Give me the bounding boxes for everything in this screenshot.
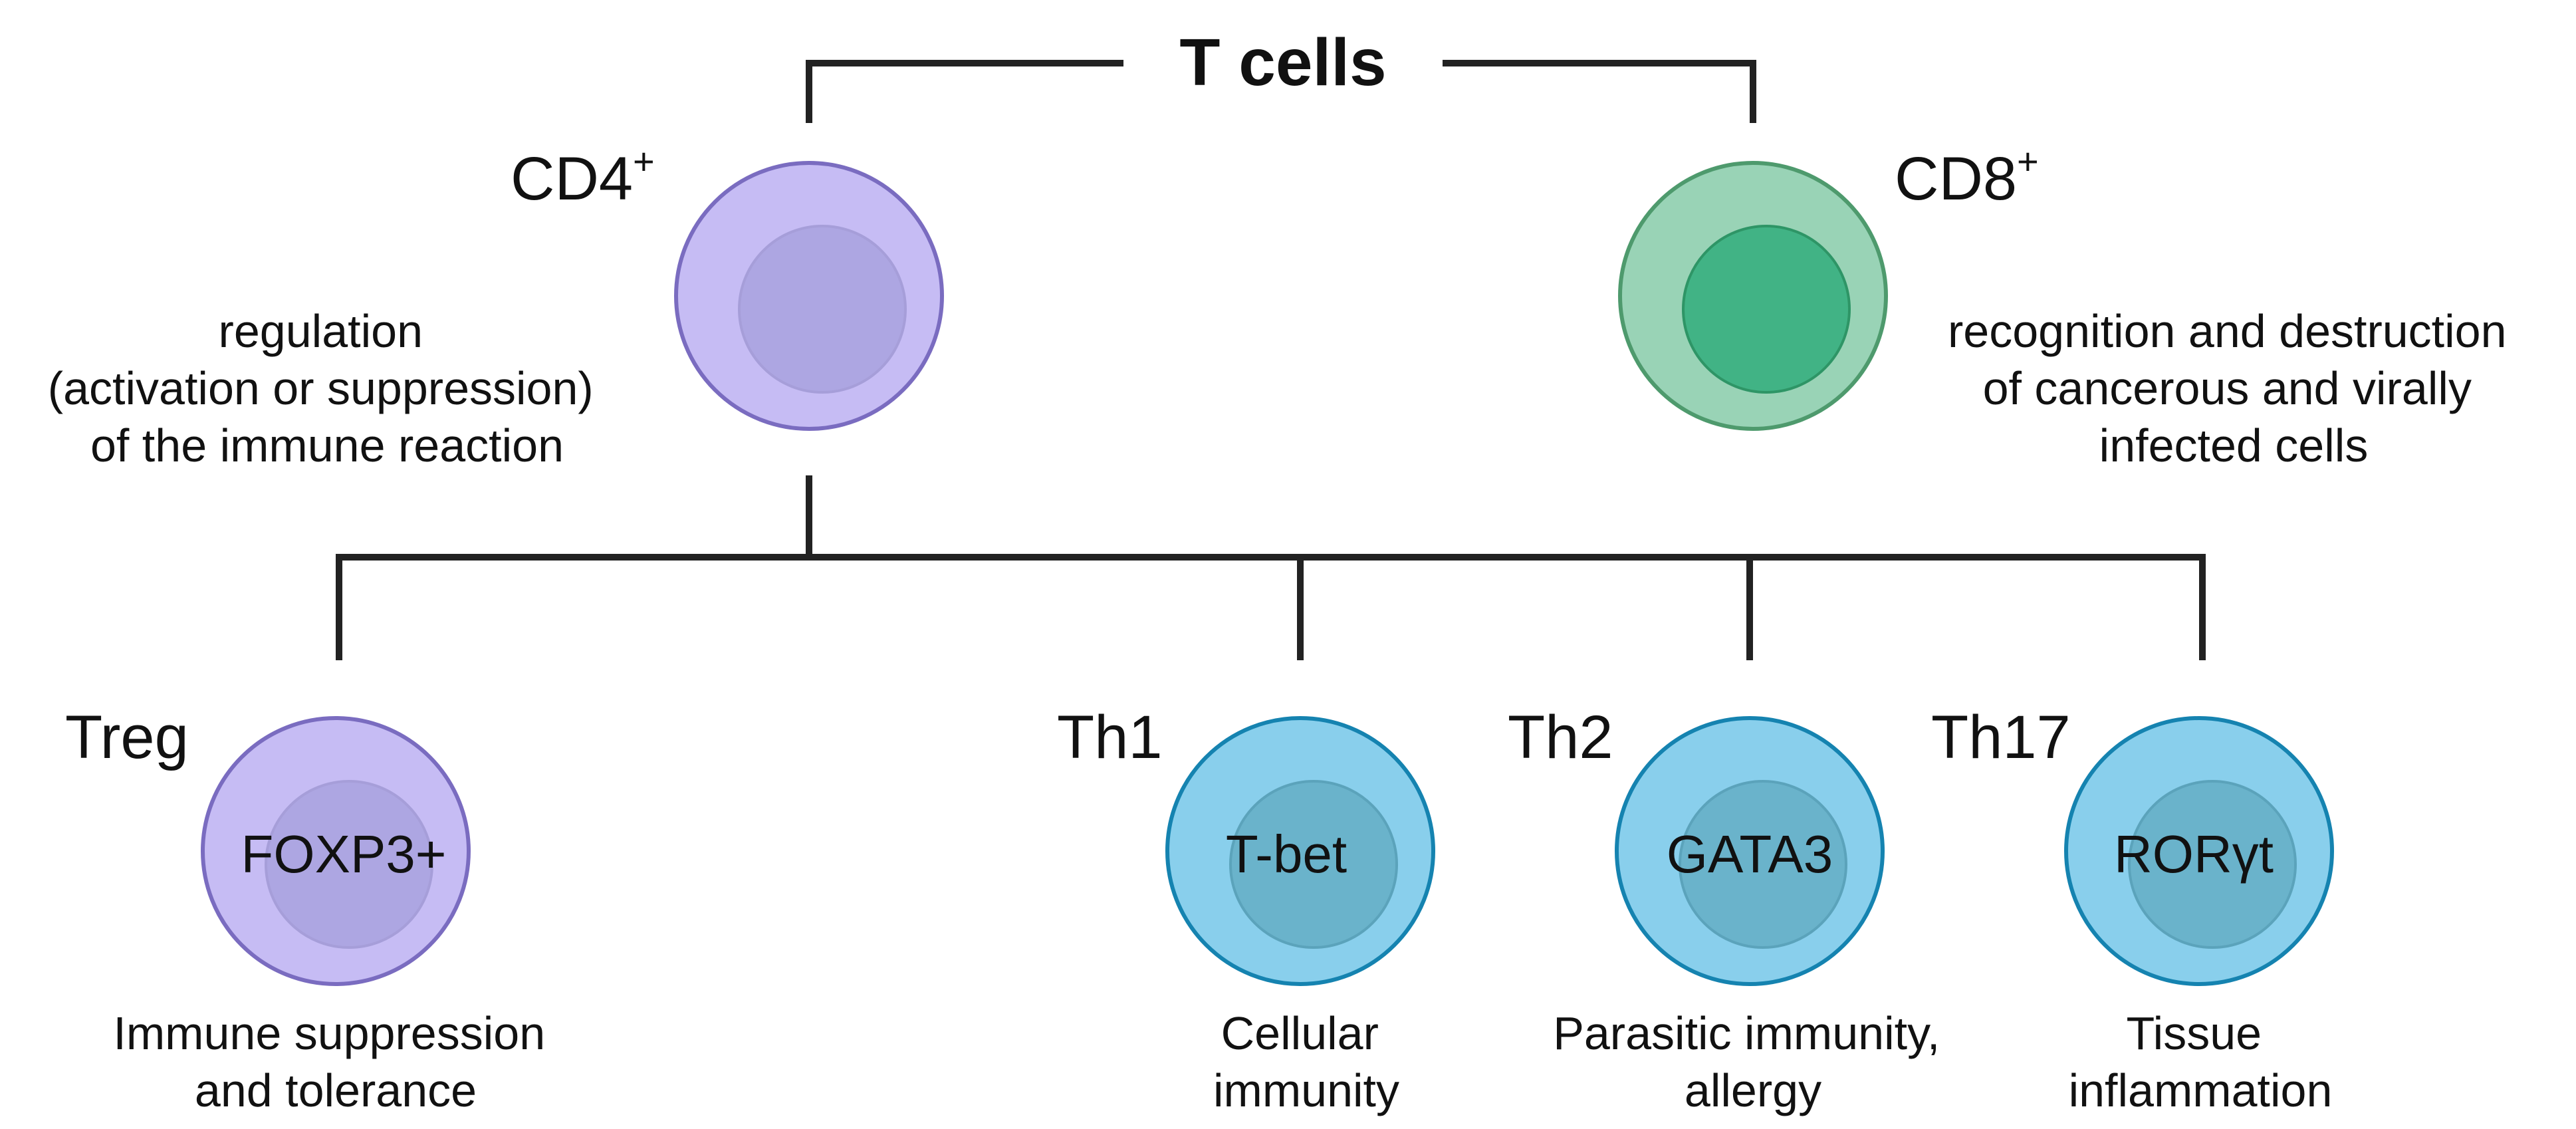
cd4-description-line-1: regulation: [219, 305, 423, 357]
cd4-label: CD4+: [511, 140, 655, 213]
cd8-label-text: CD8: [1895, 145, 2017, 213]
cd4-lineage: CD4+ regulation (activation or suppressi…: [48, 140, 944, 471]
title-bracket-left: [806, 60, 1123, 123]
treg-cell-nucleus: [265, 780, 433, 949]
th1-marker: T-bet: [1226, 824, 1347, 884]
cd4-description: regulation (activation or suppression) o…: [48, 305, 606, 471]
th1-cell-nucleus: [1229, 780, 1398, 949]
treg-marker: FOXP3+: [241, 824, 446, 884]
subset-th2: Th2 GATA3 Parasitic immunity, allergy: [1508, 703, 1953, 1116]
cd8-description-line-3: infected cells: [2099, 420, 2369, 471]
th1-label: Th1: [1057, 703, 1163, 771]
th2-function: Parasitic immunity, allergy: [1553, 1007, 1953, 1116]
th1-function-line-2: immunity: [1213, 1065, 1399, 1116]
cd8-cell-nucleus: [1682, 225, 1851, 394]
cd4-t-cell-icon: [674, 161, 944, 431]
cd4-description-line-3: of the immune reaction: [90, 420, 564, 471]
diagram-title: T cells: [1179, 25, 1386, 100]
cd8-description: recognition and destruction of cancerous…: [1948, 305, 2519, 471]
th2-cell-icon: [1615, 716, 1885, 986]
treg-label: Treg: [65, 703, 189, 771]
th17-function: Tissue inflammation: [2069, 1007, 2333, 1116]
th17-marker: RORγt: [2114, 824, 2274, 884]
th2-marker: GATA3: [1667, 824, 1833, 884]
connector-lines: [336, 60, 2206, 660]
title-bracket-right: [1443, 60, 1756, 123]
treg-cell-icon: [201, 716, 471, 986]
subset-bus-connector: [336, 554, 2206, 660]
subset-th1: Th1 T-bet Cellular immunity: [1057, 703, 1435, 1116]
cd8-t-cell-icon: [1618, 161, 1888, 431]
cd8-label: CD8+: [1895, 140, 2039, 213]
cd4-description-line-2: (activation or suppression): [48, 362, 594, 414]
th2-function-line-1: Parasitic immunity,: [1553, 1007, 1940, 1059]
subset-th17: Th17 RORγt Tissue inflammation: [1931, 703, 2334, 1116]
th2-label: Th2: [1508, 703, 1613, 771]
cd8-description-line-2: of cancerous and virally: [1983, 362, 2472, 414]
th1-function-line-1: Cellular: [1221, 1007, 1379, 1059]
cd4-label-text: CD4: [511, 145, 633, 213]
th17-cell-nucleus: [2128, 780, 2297, 949]
cd8-lineage: CD8+ recognition and destruction of canc…: [1618, 140, 2519, 471]
cd4-label-superscript: +: [633, 140, 655, 182]
cd8-label-superscript: +: [2017, 140, 2039, 182]
th2-function-line-2: allergy: [1685, 1065, 1821, 1116]
cd4-cell-nucleus: [738, 225, 907, 394]
th17-function-line-2: inflammation: [2069, 1065, 2333, 1116]
th1-function: Cellular immunity: [1213, 1007, 1399, 1116]
th17-label: Th17: [1931, 703, 2071, 771]
th2-cell-nucleus: [1679, 780, 1847, 949]
treg-function: Immune suppression and tolerance: [113, 1007, 558, 1116]
th17-function-line-1: Tissue: [2126, 1007, 2262, 1059]
subset-treg: Treg FOXP3+ Immune suppression and toler…: [65, 703, 558, 1116]
treg-function-line-1: Immune suppression: [113, 1007, 545, 1059]
cd8-description-line-1: recognition and destruction: [1948, 305, 2507, 357]
th1-cell-icon: [1165, 716, 1435, 986]
treg-function-line-2: and tolerance: [195, 1065, 477, 1116]
th17-cell-icon: [2064, 716, 2334, 986]
